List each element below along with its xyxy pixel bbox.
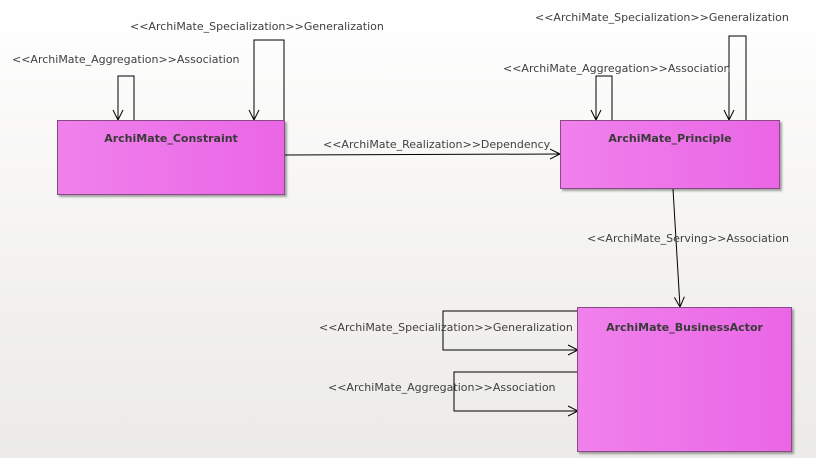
connector-label-realization-dependency[interactable]: <<ArchiMate_Realization>>Dependency bbox=[323, 138, 551, 151]
archimate-constraint-element[interactable]: ArchiMate_Constraint bbox=[57, 120, 285, 195]
connector-label-principle-association[interactable]: <<ArchiMate_Aggregation>>Association bbox=[503, 62, 731, 75]
element-name: ArchiMate_Principle bbox=[608, 132, 732, 145]
principle-association-loop[interactable] bbox=[596, 75, 613, 120]
archimate-businessactor-element[interactable]: ArchiMate_BusinessActor bbox=[577, 307, 792, 452]
principle-generalization-loop[interactable] bbox=[729, 35, 747, 120]
realization-dependency-line[interactable] bbox=[284, 154, 560, 155]
connector-label-principle-generalization[interactable]: <<ArchiMate_Specialization>>Generalizati… bbox=[535, 11, 789, 24]
connector-label-actor-association[interactable]: <<ArchiMate_Aggregation>>Association bbox=[328, 381, 556, 394]
serving-association-line[interactable] bbox=[672, 188, 680, 307]
actor-association-loop[interactable] bbox=[453, 371, 578, 411]
connector-label-actor-generalization[interactable]: <<ArchiMate_Specialization>>Generalizati… bbox=[319, 321, 573, 334]
constraint-association-loop[interactable] bbox=[118, 75, 135, 120]
connector-label-constraint-generalization[interactable]: <<ArchiMate_Specialization>>Generalizati… bbox=[130, 20, 384, 33]
actor-generalization-loop[interactable] bbox=[442, 310, 578, 350]
connector-label-constraint-association[interactable]: <<ArchiMate_Aggregation>>Association bbox=[12, 53, 240, 66]
element-name: ArchiMate_BusinessActor bbox=[606, 321, 763, 334]
constraint-generalization-loop[interactable] bbox=[254, 39, 285, 120]
archimate-principle-element[interactable]: ArchiMate_Principle bbox=[560, 120, 780, 189]
connector-label-serving-association[interactable]: <<ArchiMate_Serving>>Association bbox=[587, 232, 789, 245]
element-name: ArchiMate_Constraint bbox=[104, 132, 238, 145]
